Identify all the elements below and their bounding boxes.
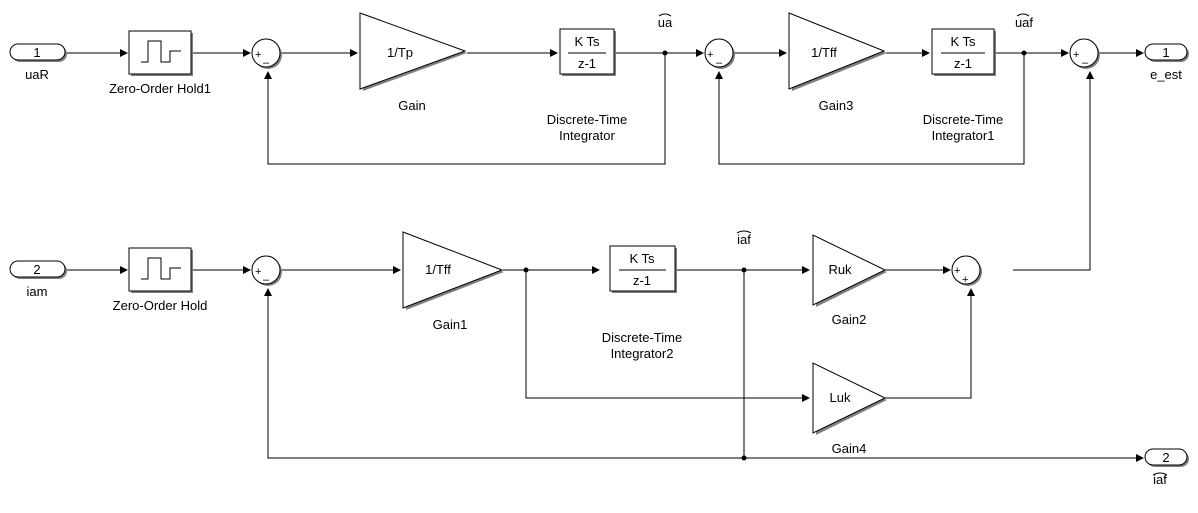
discrete-time-integrator1[interactable]: K Ts z-1 Discrete-Time Integrator1 <box>923 28 1003 143</box>
sum-block-5[interactable]: + + <box>951 255 982 286</box>
junction-ua <box>662 50 668 56</box>
zoh-step-icon <box>141 257 181 280</box>
wire-gain1-gain4 <box>525 270 810 402</box>
block-name: Zero-Order Hold1 <box>109 81 211 96</box>
outport-name: e_est <box>1150 67 1182 82</box>
hat-accent <box>1152 472 1168 476</box>
signal-name: ua <box>658 15 673 30</box>
integrator-numerator: K Ts <box>950 34 976 49</box>
inport-number: 2 <box>33 262 40 277</box>
block-name: Integrator1 <box>932 128 995 143</box>
block-name: Gain1 <box>433 317 468 332</box>
zoh-step-icon <box>141 40 181 63</box>
outport-2[interactable]: 2 iaf <box>1144 448 1189 487</box>
sum-sign: + <box>962 274 968 286</box>
signal-label-ua: ua <box>658 13 673 30</box>
discrete-time-integrator2[interactable]: K Ts z-1 Discrete-Time Integrator2 <box>602 245 682 361</box>
sum-sign: + <box>707 49 713 61</box>
gain2-block[interactable]: Ruk Gain2 <box>812 234 887 327</box>
junction-iaf <box>741 267 747 273</box>
junction-gain1-out <box>523 267 529 273</box>
outport-1[interactable]: 1 e_est <box>1144 43 1189 82</box>
integrator-numerator: K Ts <box>574 34 600 49</box>
sum-block-4[interactable]: + – <box>251 255 282 286</box>
sum-block-1[interactable]: + – <box>251 38 282 69</box>
gain-value: Luk <box>830 390 851 405</box>
sum-sign: – <box>716 57 723 69</box>
junction-points <box>523 50 1027 461</box>
gain4-block[interactable]: Luk Gain4 <box>812 362 887 456</box>
integrator-denominator: z-1 <box>578 56 596 71</box>
discrete-time-integrator[interactable]: K Ts z-1 Discrete-Time Integrator <box>547 28 627 143</box>
sum-sign: + <box>255 266 261 278</box>
signal-label-iaf: iaf <box>736 230 752 247</box>
block-name: Integrator <box>559 128 615 143</box>
signal-label-uaf: uaf <box>1015 13 1033 30</box>
wire-ua-feedback <box>264 53 666 165</box>
block-name: Gain <box>398 98 425 113</box>
wire-uaf-feedback <box>715 53 1025 165</box>
gain-value: 1/Tff <box>811 45 837 60</box>
sum-sign: – <box>1082 57 1089 69</box>
block-name: Discrete-Time <box>547 112 627 127</box>
sum-sign: + <box>255 49 261 61</box>
hat-accent <box>736 230 752 234</box>
gain3-block[interactable]: 1/Tff Gain3 <box>788 12 887 113</box>
outport-number: 1 <box>1162 45 1169 60</box>
zero-order-hold[interactable]: Zero-Order Hold <box>113 247 208 313</box>
outport-number: 2 <box>1162 450 1169 465</box>
inport-number: 1 <box>33 45 40 60</box>
junction-iaf-lower <box>741 455 747 461</box>
wire-sum5-sum3 <box>1013 71 1094 271</box>
block-name: Discrete-Time <box>923 112 1003 127</box>
signal-name: iaf <box>737 232 751 247</box>
hat-accent <box>658 13 672 17</box>
sum-sign: – <box>263 274 270 286</box>
block-name: Integrator2 <box>611 346 674 361</box>
wire-iaf-feedback <box>264 270 745 459</box>
hat-accent <box>1016 13 1030 17</box>
gain-block[interactable]: 1/Tp Gain <box>359 12 467 113</box>
block-name: Gain4 <box>832 441 867 456</box>
inport-1[interactable]: 1 uaR <box>9 43 67 82</box>
sum-sign: – <box>263 57 270 69</box>
block-name: Discrete-Time <box>602 330 682 345</box>
junction-uaf <box>1021 50 1027 56</box>
block-name: Gain2 <box>832 312 867 327</box>
sum-sign: + <box>954 265 960 277</box>
block-name: Gain3 <box>819 98 854 113</box>
wire-gain4-sum5 <box>885 288 975 399</box>
sum-sign: + <box>1073 49 1079 61</box>
gain-value: 1/Tp <box>387 45 413 60</box>
signal-name: uaf <box>1015 15 1033 30</box>
integrator-numerator: K Ts <box>629 251 655 266</box>
gain-value: Ruk <box>828 262 852 277</box>
inport-name: iam <box>27 284 48 299</box>
sum-block-2[interactable]: + – <box>704 38 735 69</box>
gain-value: 1/Tff <box>425 262 451 277</box>
integrator-denominator: z-1 <box>633 273 651 288</box>
gain1-block[interactable]: 1/Tff Gain1 <box>402 231 504 332</box>
inport-2[interactable]: 2 iam <box>9 260 67 299</box>
inport-name: uaR <box>25 67 49 82</box>
block-name: Zero-Order Hold <box>113 298 208 313</box>
sum-block-3[interactable]: + – <box>1069 38 1100 69</box>
zero-order-hold1[interactable]: Zero-Order Hold1 <box>109 30 211 96</box>
outport-name: iaf <box>1153 472 1167 487</box>
integrator-denominator: z-1 <box>954 56 972 71</box>
